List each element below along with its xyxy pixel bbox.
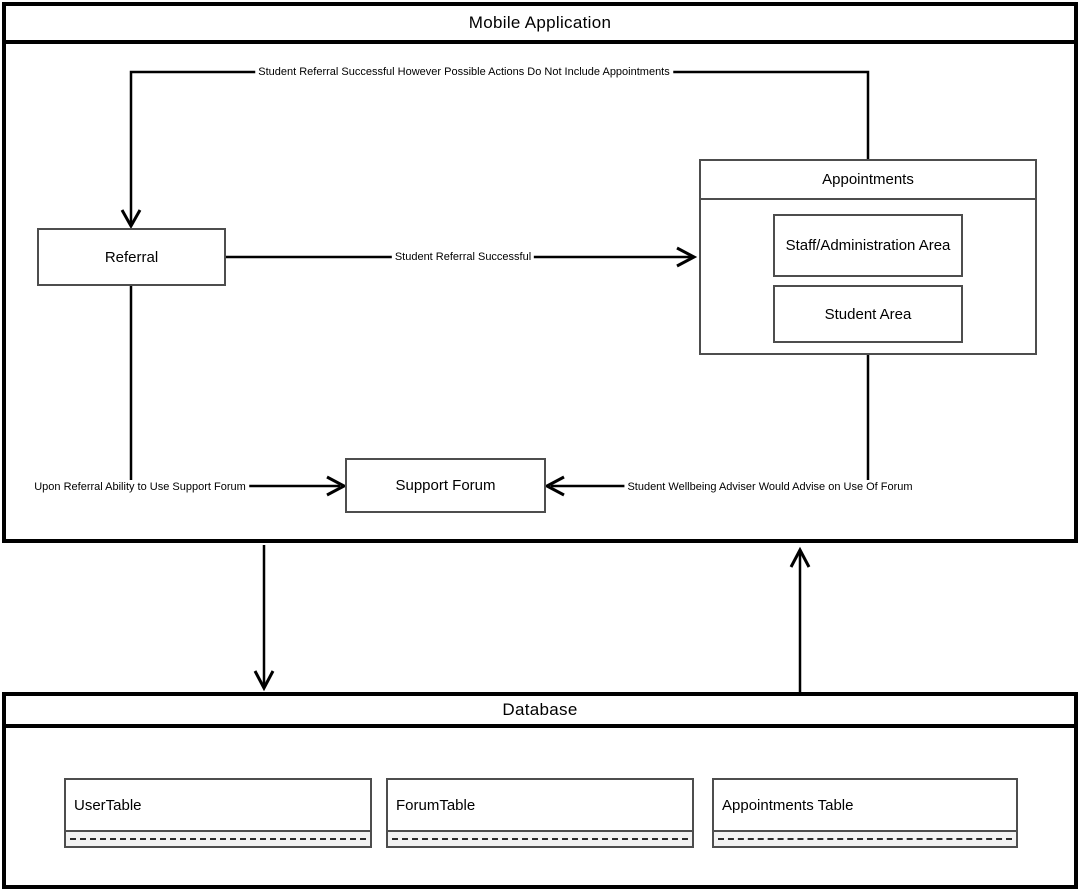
dashed-divider xyxy=(718,838,1012,840)
node-student-area: Student Area xyxy=(773,285,963,343)
node-support-forum: Support Forum xyxy=(345,458,546,513)
arrowhead-down-database xyxy=(253,670,275,692)
mobile-application-container: Mobile Application xyxy=(2,2,1078,543)
entity-user-table: UserTable xyxy=(64,778,372,848)
connector-label-no-appointments: Student Referral Successful However Poss… xyxy=(255,65,673,79)
node-appointments-label: Appointments xyxy=(822,171,914,188)
node-referral-label: Referral xyxy=(104,248,159,266)
node-staff-administration-area: Staff/Administration Area xyxy=(773,214,963,277)
database-title: Database xyxy=(6,696,1074,728)
entity-appointments-table-attributes-strip xyxy=(714,830,1016,846)
entity-appointments-table: Appointments Table xyxy=(712,778,1018,848)
mobile-application-title: Mobile Application xyxy=(6,6,1074,44)
entity-user-table-attributes-strip xyxy=(66,830,370,846)
arrowhead-right-forum xyxy=(326,475,348,497)
node-support-forum-label: Support Forum xyxy=(395,477,496,494)
database-container: Database xyxy=(2,692,1078,889)
entity-forum-table-attributes-strip xyxy=(388,830,692,846)
node-referral: Referral xyxy=(37,228,226,286)
node-student-area-label: Student Area xyxy=(824,305,912,323)
arrowhead-left-forum xyxy=(543,475,565,497)
connector-label-adviser-forum: Student Wellbeing Adviser Would Advise o… xyxy=(624,480,916,494)
arrowhead-right-appointments xyxy=(676,246,698,268)
connector-label-upon-referral: Upon Referral Ability to Use Support For… xyxy=(31,480,249,494)
arrowhead-down-referral xyxy=(120,209,142,230)
arrowhead-up-app xyxy=(789,546,811,568)
entity-user-table-name: UserTable xyxy=(74,796,142,814)
node-staff-administration-area-label: Staff/Administration Area xyxy=(785,237,951,254)
connector-label-referral-successful: Student Referral Successful xyxy=(391,250,535,264)
node-appointments-header: Appointments xyxy=(701,161,1035,200)
entity-appointments-table-name: Appointments Table xyxy=(722,796,854,814)
dashed-divider xyxy=(392,838,688,840)
dashed-divider xyxy=(70,838,366,840)
entity-forum-table: ForumTable xyxy=(386,778,694,848)
entity-forum-table-name: ForumTable xyxy=(396,796,476,814)
